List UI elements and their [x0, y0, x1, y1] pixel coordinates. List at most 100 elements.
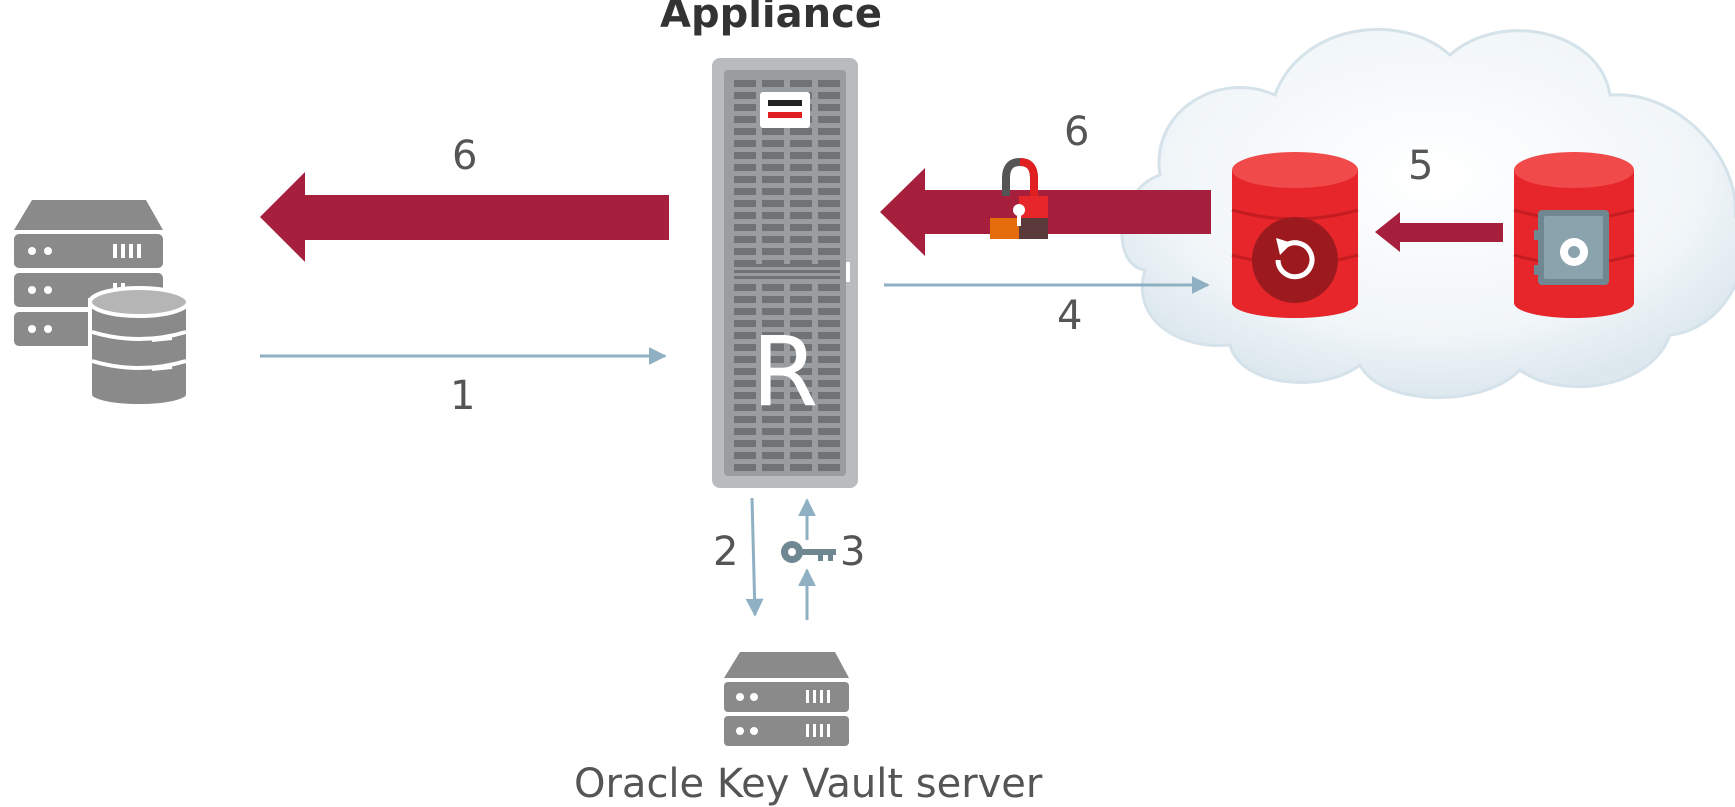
vent-slot	[818, 404, 840, 411]
vent-slot	[762, 380, 784, 387]
vent-slot	[818, 224, 840, 231]
vent-slot	[790, 176, 812, 183]
vent-slot	[762, 128, 784, 135]
vent-slot	[734, 380, 756, 387]
vent-slot	[734, 104, 756, 111]
vent-slot	[818, 92, 840, 99]
vent-slot	[790, 464, 812, 471]
vent-slot	[734, 344, 756, 351]
vent-slot	[762, 164, 784, 171]
vent-slot	[734, 260, 756, 267]
vent-slot	[818, 284, 840, 291]
vent-slot	[790, 416, 812, 423]
vent-slot	[790, 260, 812, 267]
vent-slot	[790, 248, 812, 255]
padlock-icon	[990, 157, 1048, 239]
vent-slot	[818, 212, 840, 219]
vent-slot	[790, 404, 812, 411]
vent-slot	[818, 260, 840, 267]
vent-slot	[790, 320, 812, 327]
vent-slot	[818, 308, 840, 315]
vent-slot	[818, 176, 840, 183]
cloud-internal-arrow	[1375, 212, 1503, 252]
vent-slot	[734, 464, 756, 471]
vent-slot	[818, 416, 840, 423]
vent-slot	[790, 128, 812, 135]
vent-slot	[734, 224, 756, 231]
vent-slot	[762, 260, 784, 267]
vent-slot	[790, 296, 812, 303]
vent-slot	[734, 332, 756, 339]
vent-band	[734, 276, 840, 279]
vent-slot	[818, 236, 840, 243]
vent-slot	[762, 452, 784, 459]
vent-slot	[790, 368, 812, 375]
vent-slot	[790, 236, 812, 243]
database-safe-icon	[1513, 152, 1635, 318]
vent-slot	[818, 116, 840, 123]
vent-slot	[818, 464, 840, 471]
vent-slot	[762, 392, 784, 399]
vent-slot	[790, 332, 812, 339]
vent-slot	[762, 308, 784, 315]
cloud-icon	[1120, 27, 1735, 400]
server-icon	[724, 652, 849, 746]
key-icon	[781, 541, 836, 563]
vent-slot	[734, 308, 756, 315]
vent-slot	[762, 200, 784, 207]
vent-slot	[762, 284, 784, 291]
vent-slot	[790, 380, 812, 387]
step-label-3: 3	[840, 529, 866, 575]
vent-slot	[734, 152, 756, 159]
vent-slot	[734, 392, 756, 399]
vent-slot	[790, 152, 812, 159]
vent-band	[734, 264, 840, 267]
vent-band	[734, 270, 840, 273]
vent-slot	[734, 128, 756, 135]
vent-slot	[762, 140, 784, 147]
vent-slot	[790, 80, 812, 87]
server-with-database-icon	[14, 200, 190, 408]
vent-slot	[734, 368, 756, 375]
vent-slot	[790, 344, 812, 351]
vent-slot	[734, 356, 756, 363]
vent-slot	[790, 452, 812, 459]
vent-slot	[734, 80, 756, 87]
vent-slot	[734, 140, 756, 147]
vent-slot	[818, 164, 840, 171]
vent-slot	[790, 308, 812, 315]
vent-slot	[790, 200, 812, 207]
vent-slot	[818, 104, 840, 111]
vent-slot	[762, 212, 784, 219]
vent-slot	[734, 404, 756, 411]
vent-slot	[734, 176, 756, 183]
vent-slot	[790, 428, 812, 435]
vent-slot	[790, 224, 812, 231]
vent-slot	[762, 152, 784, 159]
vent-slot	[762, 248, 784, 255]
vent-slot	[818, 320, 840, 327]
vent-slot	[818, 356, 840, 363]
vent-slot	[818, 380, 840, 387]
vent-slot	[762, 428, 784, 435]
vent-slot	[762, 188, 784, 195]
step-label-2: 2	[713, 529, 739, 575]
vent-slot	[734, 164, 756, 171]
vent-slot	[762, 320, 784, 327]
step-label-1: 1	[450, 373, 476, 419]
vent-slot	[762, 80, 784, 87]
vent-slot	[790, 212, 812, 219]
vent-slot	[734, 200, 756, 207]
database-restore-icon	[1231, 152, 1359, 318]
vent-slot	[790, 164, 812, 171]
vent-slot	[818, 344, 840, 351]
restore-arrow-left	[260, 172, 669, 262]
step-label-6-right: 6	[1064, 109, 1090, 155]
vent-slot	[734, 92, 756, 99]
key-request-arrow-2	[745, 497, 764, 617]
vent-slot	[734, 188, 756, 195]
vent-slot	[818, 392, 840, 399]
vent-slot	[734, 428, 756, 435]
vent-slot	[734, 212, 756, 219]
